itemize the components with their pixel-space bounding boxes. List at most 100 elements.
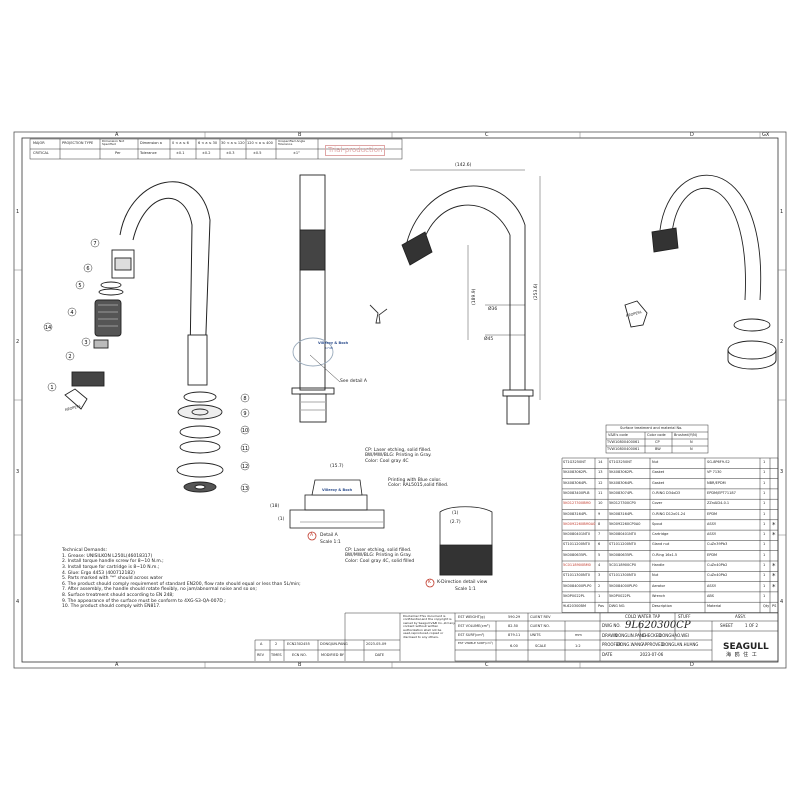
col-label-a-bottom: A xyxy=(115,662,119,668)
see-detail-note: See detail A xyxy=(340,379,367,384)
bom-cell-desc: Cover xyxy=(652,501,663,506)
bom-cell-qty: 1 xyxy=(763,593,766,598)
tol-critical: CRITICAL xyxy=(33,151,49,155)
bom-cell-pos: 3 xyxy=(598,573,601,578)
balloon-circle xyxy=(240,425,250,435)
dim-height-2: (253.6) xyxy=(534,283,539,300)
rev-date: 2023-05-09 xyxy=(366,642,387,646)
bom-cell-qty: 1 xyxy=(763,583,766,588)
rev-h-date: DATE xyxy=(375,653,385,657)
bom-cell-mat: VP 7130 xyxy=(707,470,722,475)
technical-title: Technical Demands: xyxy=(62,548,108,553)
bom-cell-qty: 1 xyxy=(763,490,766,495)
surface-r1-c2: CP xyxy=(655,440,660,444)
prop-value-4: 6.00 xyxy=(510,644,518,648)
tol-dimension-a: Dimension a xyxy=(140,141,162,145)
confidential-disclaimer: Disclaimer:This document is confidential… xyxy=(403,614,455,639)
trial-production-stamp: Trial-production xyxy=(325,145,386,156)
bom-cell-code: ST1G3250NT xyxy=(563,460,586,464)
tol-val-2: ±0.2 xyxy=(202,151,211,155)
bom-cell-pos: 8 xyxy=(598,521,601,526)
bom-cell-code: 5K4083062PL xyxy=(563,470,588,475)
tol-val-3: ±0.3 xyxy=(226,151,235,155)
bom-cell-code: 5K0080401NT0 xyxy=(563,532,591,537)
balloon-circle xyxy=(240,408,250,418)
balloon-circle xyxy=(240,483,250,493)
surface-h1: V&B's code xyxy=(608,433,628,437)
dim-width: (142.6) xyxy=(455,163,472,168)
tol-per: Per xyxy=(115,151,121,155)
dim-height-1: (189.9) xyxy=(472,288,477,305)
title-date-value: 2023-07-06 xyxy=(640,652,664,657)
col-label-c-bottom: C xyxy=(485,662,489,668)
bom-cell-dwg: 5K0080401NT0 xyxy=(609,532,637,537)
balloon-circle xyxy=(75,280,85,290)
technical-line-6: 6. The product should comply requirement… xyxy=(62,581,301,587)
balloon-label: 14 xyxy=(45,325,51,331)
side-view xyxy=(369,169,541,425)
bom-cell-dwg: 5K4083064PL xyxy=(609,480,634,485)
bom-cell-pos: 1 xyxy=(598,593,601,598)
bom-cell-code: ST1011200NT0 xyxy=(563,542,590,547)
detail-a-letter: A xyxy=(310,533,314,538)
tol-range-1: 0 < a ≤ 6 xyxy=(172,141,189,145)
bom-cell-desc: Gland nut xyxy=(652,542,670,547)
bom-cell-desc: Spout xyxy=(652,521,663,526)
bom-cell-dwg: 5C0118900CP0 xyxy=(609,563,637,567)
bom-cell-desc: Cartridge xyxy=(652,532,669,537)
technical-line-8: 8. Surface treatment should according to… xyxy=(62,593,174,598)
rev-h-times: TIMES xyxy=(271,653,282,657)
prop-label-4: EST VISIBLE SURF(cm²) xyxy=(458,641,493,645)
vb-logo-front: Villeroy & Boch xyxy=(318,341,349,345)
row-label-1-right: 1 xyxy=(780,209,784,215)
bom-cell-pos: 13 xyxy=(598,470,603,475)
title-checked-label: CHECKED xyxy=(642,633,662,638)
bom-cell-qty: 1 xyxy=(763,542,766,547)
row-label-1-left: 1 xyxy=(16,209,20,215)
balloon-label: 1 xyxy=(50,385,53,391)
bom-cell-dwg: 5K0080635PL xyxy=(609,552,634,557)
bom-cell-pos: 9 xyxy=(598,511,601,516)
bom-cell-desc: Gasket xyxy=(652,480,665,485)
title-name-label: COLD WATER TAP xyxy=(625,614,660,619)
balloon-label: 12 xyxy=(242,464,248,470)
bom-cell-code: 5K0084000PLP0 xyxy=(563,583,592,588)
tol-major: MAJOR xyxy=(33,141,45,145)
row-label-3-right: 3 xyxy=(780,469,784,475)
bom-cell-desc: Description xyxy=(652,604,672,609)
bom-cell-mat: ASSY. xyxy=(707,583,717,588)
bom-cell-qty: 1 xyxy=(763,501,766,506)
technical-line-1: 1. Grease: UNISILKON L250L(46018317) xyxy=(62,553,153,559)
col-label-c-top: C xyxy=(485,132,489,138)
bom-cell-pos: 14 xyxy=(598,460,603,464)
front-view xyxy=(291,174,341,423)
balloon-circle xyxy=(67,307,77,317)
prop-k2-1: CLIENT REV xyxy=(530,615,551,619)
bom-cell-flag: * xyxy=(772,562,776,570)
tol-angle: Unspecified Angle Tolerance xyxy=(278,139,306,146)
detail-k-title: K-Direction detail view xyxy=(437,580,488,585)
bom-cell-mat: EPDM/EPT71187 xyxy=(707,490,736,495)
bom-cell-code: 5K0083400PLB xyxy=(563,490,590,495)
tol-projection: PROJECTION TYPE xyxy=(62,141,94,145)
bom-cell-pos: 2 xyxy=(598,583,601,588)
balloon-label: 13 xyxy=(242,486,248,492)
row-label-4-right: 4 xyxy=(780,599,784,605)
balloon-circle xyxy=(47,382,57,392)
title-approved-value: DONGLAN.HUANG xyxy=(662,642,699,647)
iso-view xyxy=(624,174,777,370)
title-sheet-value: 1 OF 2 xyxy=(745,623,759,628)
tol-range-3: 30 < a ≤ 120 xyxy=(221,141,245,145)
technical-line-4: 4. Glue: Ergo 4453 (400712182) xyxy=(62,570,135,576)
bom-cell-code: 5K0080635PL xyxy=(563,552,588,557)
prop-v2-4: 1:2 xyxy=(575,644,581,648)
bom-cell-mat: ABS xyxy=(707,593,714,598)
bom-cell-pos: Pos xyxy=(598,604,604,609)
technical-line-7: 7. After assembly, the handle should rot… xyxy=(62,587,257,593)
bom-cell-qty: 1 xyxy=(763,480,766,485)
bom-cell-desc: O-Ring 16x1.5 xyxy=(652,552,678,557)
tol-val-1: ±0.1 xyxy=(176,151,185,155)
title-proofer-value: DONG.WANG xyxy=(617,642,644,647)
bom-cell-pos: 10 xyxy=(598,501,603,506)
